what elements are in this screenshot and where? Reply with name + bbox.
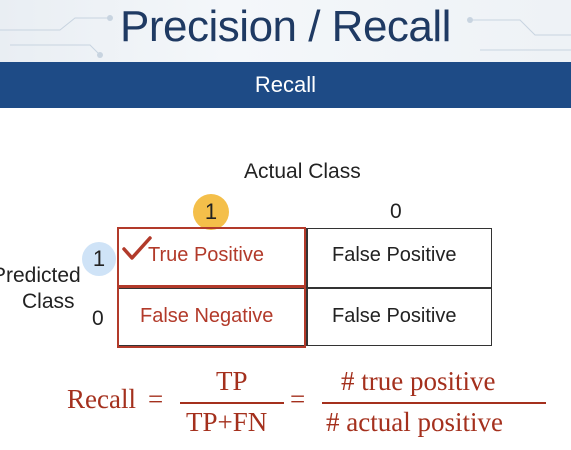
highlight-divider xyxy=(117,285,306,288)
cell-false-positive: False Positive xyxy=(332,244,457,266)
formula-numerator-2: # true positive xyxy=(341,366,496,396)
checkmark-icon xyxy=(122,236,152,260)
row-label-0: 0 xyxy=(92,307,104,330)
predicted-class-label-line2: Class xyxy=(22,290,75,313)
column-label-1: 1 xyxy=(193,194,229,230)
cell-false-negative: False Negative xyxy=(140,305,274,327)
actual-positive-highlight xyxy=(117,227,306,348)
fraction-bar-1 xyxy=(180,402,284,404)
section-band: Recall xyxy=(0,62,571,108)
section-subtitle: Recall xyxy=(254,72,317,97)
circuit-decoration xyxy=(0,15,571,58)
formula-numerator-1: TP xyxy=(216,366,248,396)
formula-denominator-2: # actual positive xyxy=(326,407,503,437)
formula-equals-2: = xyxy=(290,384,306,414)
formula-denominator-1: TP+FN xyxy=(186,407,268,437)
cell-bottom-right: False Positive xyxy=(332,305,457,327)
fraction-bar-2 xyxy=(322,402,546,404)
cell-true-positive: True Positive xyxy=(148,244,264,266)
formula-equals-1: = xyxy=(148,384,164,414)
row-label-1: 1 xyxy=(82,242,116,276)
actual-class-label: Actual Class xyxy=(244,160,361,183)
formula-lhs: Recall xyxy=(67,384,136,414)
predicted-class-label-line1: Predicted xyxy=(0,264,81,287)
column-label-0: 0 xyxy=(390,200,402,223)
page-title: Precision / Recall xyxy=(120,2,451,51)
header-banner: Precision / Recall xyxy=(0,0,571,62)
